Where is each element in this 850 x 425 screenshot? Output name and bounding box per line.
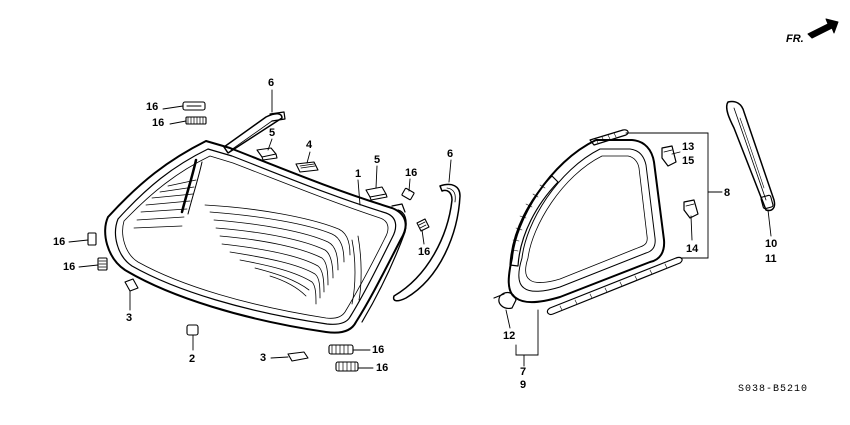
callout-11: 11 [765, 253, 777, 265]
front-direction-label: FR. [786, 33, 804, 45]
callout-1: 1 [355, 168, 362, 180]
callout-8: 8 [724, 187, 731, 199]
quarter-window-glass [507, 139, 666, 303]
rear-pillar-garnish [725, 100, 776, 212]
callout-7: 7 [520, 366, 527, 378]
callout-2: 2 [189, 353, 196, 365]
callout-16: 16 [146, 101, 159, 113]
quarter-window-seals [509, 129, 683, 316]
rear-windshield-glass [104, 140, 407, 334]
leader-lines [68, 89, 772, 369]
callout-16: 16 [152, 117, 165, 129]
callout-14: 14 [686, 243, 699, 255]
diagram-code: S038-B5210 [738, 384, 809, 395]
callout-13: 13 [682, 141, 695, 153]
callout-9: 9 [520, 379, 527, 391]
upper-molding [223, 111, 286, 154]
clips [87, 101, 430, 372]
callout-3: 3 [126, 312, 133, 324]
callout-12: 12 [503, 330, 516, 342]
callout-16: 16 [405, 167, 418, 179]
callout-4: 4 [306, 139, 313, 151]
callout-5: 5 [374, 154, 381, 166]
quarter-window-latches [661, 145, 699, 219]
right-edge-molding [361, 203, 407, 323]
callout-16: 16 [53, 236, 66, 248]
side-molding-right [392, 183, 461, 302]
front-direction-arrow [807, 18, 839, 39]
callout-16: 16 [418, 246, 431, 258]
callout-16: 16 [372, 344, 385, 356]
callout-3: 3 [260, 352, 267, 364]
quarter-window-hinge [493, 291, 517, 309]
callout-16: 16 [63, 261, 76, 273]
callout-16: 16 [376, 362, 389, 374]
callout-15: 15 [682, 155, 695, 167]
callout-10: 10 [765, 238, 778, 250]
callout-5: 5 [269, 127, 276, 139]
callout-6: 6 [447, 148, 454, 160]
callout-6: 6 [268, 77, 275, 89]
